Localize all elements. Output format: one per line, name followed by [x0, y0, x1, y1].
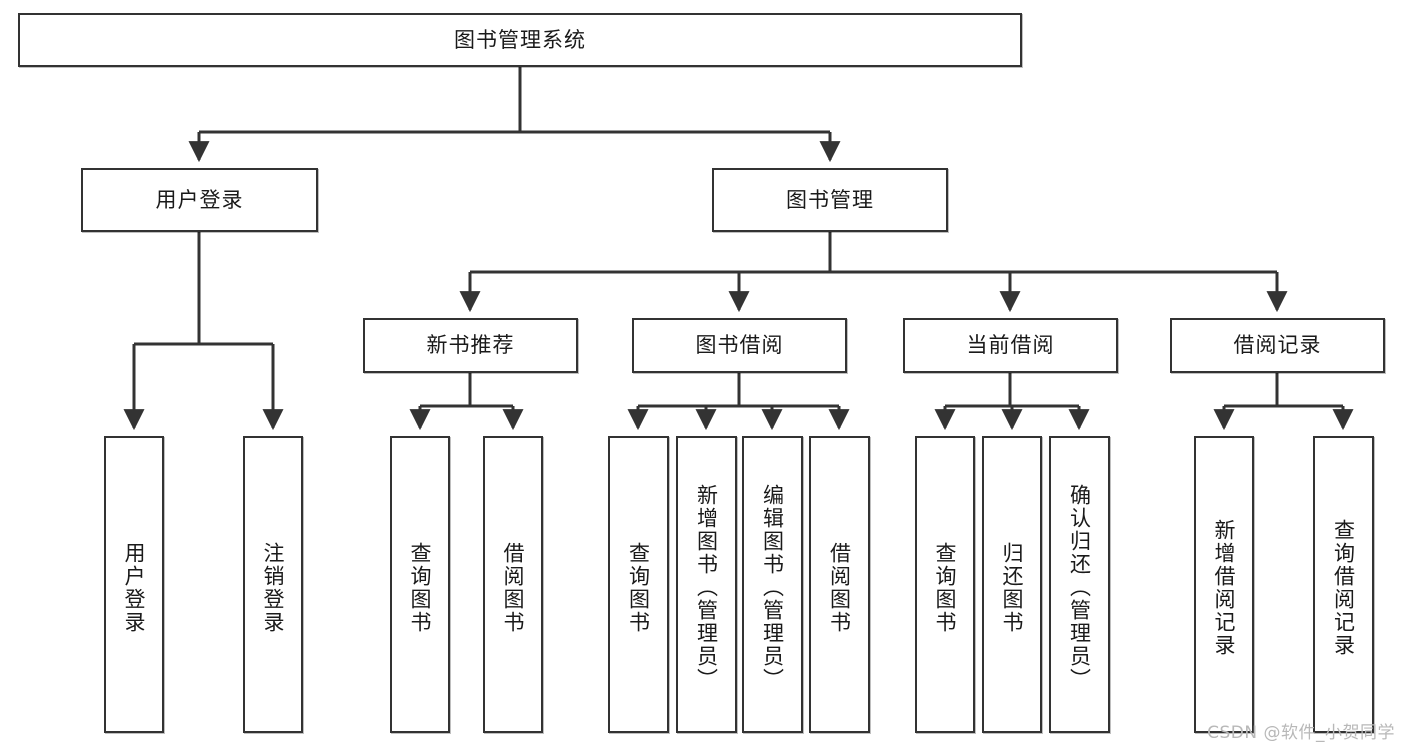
leaf-edit-book-admin-label: 编辑图书（管理员） [760, 484, 785, 691]
node-book-borrow-label: 图书借阅 [695, 333, 784, 358]
leaf-add-borrow-record-label: 新增借阅记录 [1212, 518, 1237, 657]
node-book-borrow[interactable]: 图书借阅 [632, 318, 847, 373]
node-user-login-label: 用户登录 [155, 187, 244, 212]
leaf-return-book-label: 归还图书 [1000, 541, 1025, 634]
node-current-borrow-label: 当前借阅 [966, 333, 1055, 358]
leaf-confirm-return-admin-label: 确认归还（管理员） [1067, 484, 1092, 691]
leaf-query-book-rec-label: 查询图书 [408, 541, 433, 634]
node-root-label: 图书管理系统 [454, 27, 586, 52]
leaf-query-book-current-label: 查询图书 [933, 541, 958, 634]
leaf-logout-login[interactable]: 注销登录 [243, 436, 303, 733]
node-book-management-label: 图书管理 [786, 187, 874, 212]
leaf-add-book-admin[interactable]: 新增图书（管理员） [676, 436, 737, 733]
leaf-add-book-admin-label: 新增图书（管理员） [694, 484, 719, 691]
node-new-book-recommend[interactable]: 新书推荐 [363, 318, 578, 373]
leaf-edit-book-admin[interactable]: 编辑图书（管理员） [742, 436, 803, 733]
leaf-query-borrow-record[interactable]: 查询借阅记录 [1313, 436, 1374, 733]
leaf-query-book-rec[interactable]: 查询图书 [390, 436, 450, 733]
leaf-query-book-current[interactable]: 查询图书 [915, 436, 975, 733]
node-borrow-record-label: 借阅记录 [1233, 333, 1322, 358]
node-new-book-recommend-label: 新书推荐 [426, 333, 515, 358]
leaf-query-borrow-record-label: 查询借阅记录 [1331, 518, 1356, 657]
leaf-borrow-book-rec[interactable]: 借阅图书 [483, 436, 543, 733]
leaf-borrow-book-rec-label: 借阅图书 [501, 541, 526, 634]
node-user-login[interactable]: 用户登录 [81, 168, 318, 232]
node-current-borrow[interactable]: 当前借阅 [903, 318, 1118, 373]
leaf-confirm-return-admin[interactable]: 确认归还（管理员） [1049, 436, 1110, 733]
leaf-logout-login-label: 注销登录 [261, 541, 286, 634]
leaf-user-login-label: 用户登录 [122, 541, 147, 634]
leaf-borrow-book[interactable]: 借阅图书 [809, 436, 870, 733]
leaf-user-login[interactable]: 用户登录 [104, 436, 164, 733]
node-book-management[interactable]: 图书管理 [712, 168, 948, 232]
node-root[interactable]: 图书管理系统 [18, 13, 1022, 67]
node-borrow-record[interactable]: 借阅记录 [1170, 318, 1385, 373]
leaf-return-book[interactable]: 归还图书 [982, 436, 1042, 733]
leaf-query-book-borrow-label: 查询图书 [626, 541, 651, 634]
leaf-add-borrow-record[interactable]: 新增借阅记录 [1194, 436, 1254, 733]
leaf-query-book-borrow[interactable]: 查询图书 [608, 436, 669, 733]
leaf-borrow-book-label: 借阅图书 [827, 541, 852, 634]
